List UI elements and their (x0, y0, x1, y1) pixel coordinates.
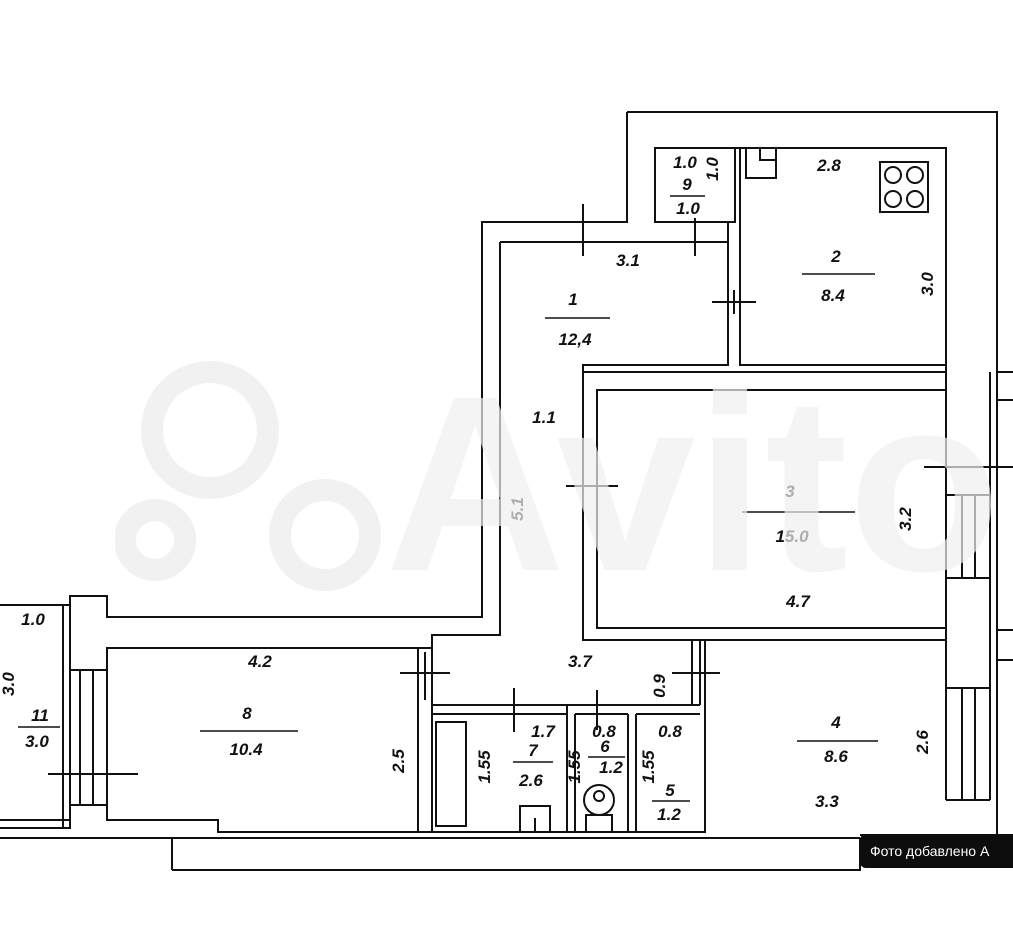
room-5-area: 1.2 (657, 805, 681, 824)
room-4-area: 8.6 (824, 747, 848, 766)
room-4-label: 4 8.6 (797, 713, 878, 766)
dim-r8-top: 4.2 (247, 652, 272, 671)
inner-wall (106, 147, 947, 833)
room-6-label: 6 1.2 (588, 737, 625, 777)
room-3-label: 3 15.0 (742, 482, 855, 546)
dim-r1-top: 3.1 (616, 251, 640, 270)
photo-added-badge: Фото добавлено А (860, 834, 1013, 868)
dim-r4-side: 2.6 (913, 730, 932, 755)
dim-r7-side: 1.55 (475, 750, 494, 784)
dim-r2-side: 3.0 (918, 272, 937, 296)
outer-wall (0, 111, 998, 836)
bathtub (435, 721, 467, 827)
room-7-outline (432, 704, 700, 832)
right-wall-column (945, 371, 1013, 800)
dim-r6-side: 1.55 (565, 750, 584, 784)
vertical-dimension-labels: 1.0 3.0 5.1 3.2 0.9 2.6 2.5 1.55 1.55 1.… (0, 157, 937, 784)
dim-r6-top: 0.8 (592, 722, 616, 741)
room-7-label: 7 2.6 (513, 741, 553, 790)
dimension-labels: 1.0 2.8 3.1 1.1 4.7 3.7 1.7 0.8 0.8 3.3 … (21, 153, 841, 811)
room-5-number: 5 (665, 781, 675, 800)
room-6-number: 6 (600, 737, 610, 756)
dim-hall-width: 1.1 (532, 408, 556, 427)
door-marks (48, 204, 1013, 775)
room-9-number: 9 (682, 175, 692, 194)
room-5-label: 5 1.2 (652, 781, 690, 824)
toilet (583, 784, 615, 833)
dim-r2-top: 2.8 (816, 156, 841, 175)
dim-r4-bottom: 3.3 (815, 792, 839, 811)
dim-r5-side: 1.55 (639, 750, 658, 784)
window-room-3 (946, 494, 990, 579)
room-4-outline (432, 639, 946, 833)
room-7-number: 7 (528, 741, 539, 760)
window-room-4 (946, 687, 990, 801)
dim-r11-side: 3.0 (0, 672, 18, 696)
dim-hall-length: 5.1 (508, 497, 527, 521)
dim-r8-side: 2.5 (389, 749, 408, 774)
room-2-label: 2 8.4 (802, 247, 875, 305)
room-11-number: 11 (31, 706, 49, 725)
dim-r3-bottom: 4.7 (785, 592, 811, 611)
room-6-area: 1.2 (599, 758, 623, 777)
room-2-number: 2 (830, 247, 841, 266)
sink (519, 805, 551, 832)
room-1-number: 1 (568, 290, 577, 309)
room-2-outline (739, 148, 946, 366)
vent-shaft (745, 148, 777, 179)
dim-hall-side: 0.9 (650, 674, 669, 698)
room-8-number: 8 (242, 704, 252, 723)
hall-wall (417, 640, 701, 832)
dim-r3-side: 3.2 (896, 507, 915, 531)
dim-r7-top: 1.7 (531, 722, 556, 741)
dim-hall-lower: 3.7 (568, 652, 593, 671)
bottom-wall (0, 837, 861, 871)
room-3-number: 3 (785, 482, 795, 501)
room-9-area: 1.0 (676, 199, 700, 218)
room-8-area: 10.4 (229, 740, 263, 759)
room-11-area: 3.0 (25, 732, 49, 751)
stove (879, 161, 929, 213)
room-2-area: 8.4 (821, 286, 845, 305)
room-9-label: 9 1.0 (670, 175, 705, 218)
dim-r5-top: 0.8 (658, 722, 682, 741)
room-3-frame (582, 371, 947, 641)
dim-r11-top: 1.0 (21, 610, 45, 629)
room-11-label: 11 3.0 (18, 706, 60, 751)
room-8-label: 8 10.4 (200, 704, 298, 759)
room-3-area: 15.0 (775, 527, 809, 546)
dim-r9-top: 1.0 (673, 153, 697, 172)
window-room-11 (70, 669, 107, 806)
dim-r9-side: 1.0 (703, 157, 722, 181)
room-11-outline (0, 604, 70, 828)
room-3-outline (596, 389, 947, 629)
room-7-area: 2.6 (518, 771, 543, 790)
room-4-number: 4 (830, 713, 841, 732)
room-1-label: 1 12,4 (545, 290, 610, 349)
room-1-area: 12,4 (558, 330, 592, 349)
